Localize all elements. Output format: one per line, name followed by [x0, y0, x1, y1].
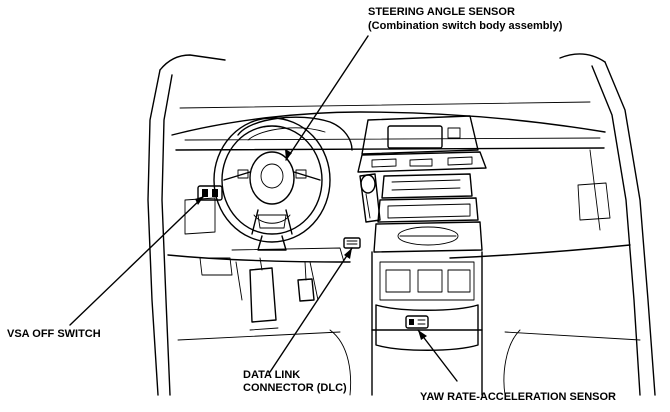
dashboard — [167, 111, 631, 276]
instrument-cluster — [237, 116, 353, 151]
label-dlc-line1: DATA LINK — [243, 369, 300, 381]
gear-shifter — [359, 173, 381, 223]
label-steering-angle-sensor: STEERING ANGLE SENSOR — [368, 6, 515, 18]
dlc-connector — [343, 237, 361, 249]
label-vsa-off-switch: VSA OFF SWITCH — [7, 328, 101, 340]
center-stack — [357, 115, 487, 253]
label-yaw-rate-sensor: YAW RATE-ACCELERATION SENSOR — [420, 391, 616, 403]
label-steering-angle-sensor-detail: (Combination switch body assembly) — [368, 20, 563, 32]
label-dlc-line2: CONNECTOR (DLC) — [243, 382, 347, 394]
cabin-frame — [147, 53, 656, 396]
knee-panel — [231, 247, 345, 301]
yaw-sensor — [405, 315, 429, 329]
pedals — [249, 257, 315, 331]
leader-lines — [69, 35, 458, 382]
center-console — [177, 251, 641, 396]
vsa-switch-panel — [197, 185, 223, 201]
steering-wheel — [213, 117, 331, 251]
